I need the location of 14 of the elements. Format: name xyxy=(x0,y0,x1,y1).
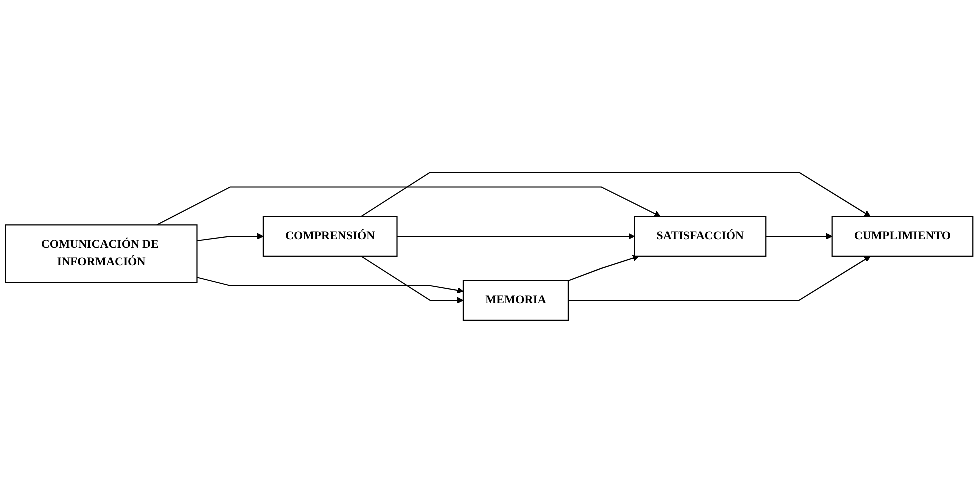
arrow xyxy=(766,233,833,240)
arrow xyxy=(568,256,871,302)
arrow xyxy=(197,277,464,294)
arrow xyxy=(568,255,640,282)
node-box xyxy=(462,280,570,322)
arrow xyxy=(397,233,635,240)
arrow xyxy=(361,256,464,304)
node-box xyxy=(832,216,974,257)
arrow xyxy=(156,186,661,226)
node-box xyxy=(262,216,398,257)
arrow xyxy=(197,233,264,242)
arrow xyxy=(361,172,871,218)
node-box xyxy=(5,224,198,284)
node-box xyxy=(634,216,767,257)
